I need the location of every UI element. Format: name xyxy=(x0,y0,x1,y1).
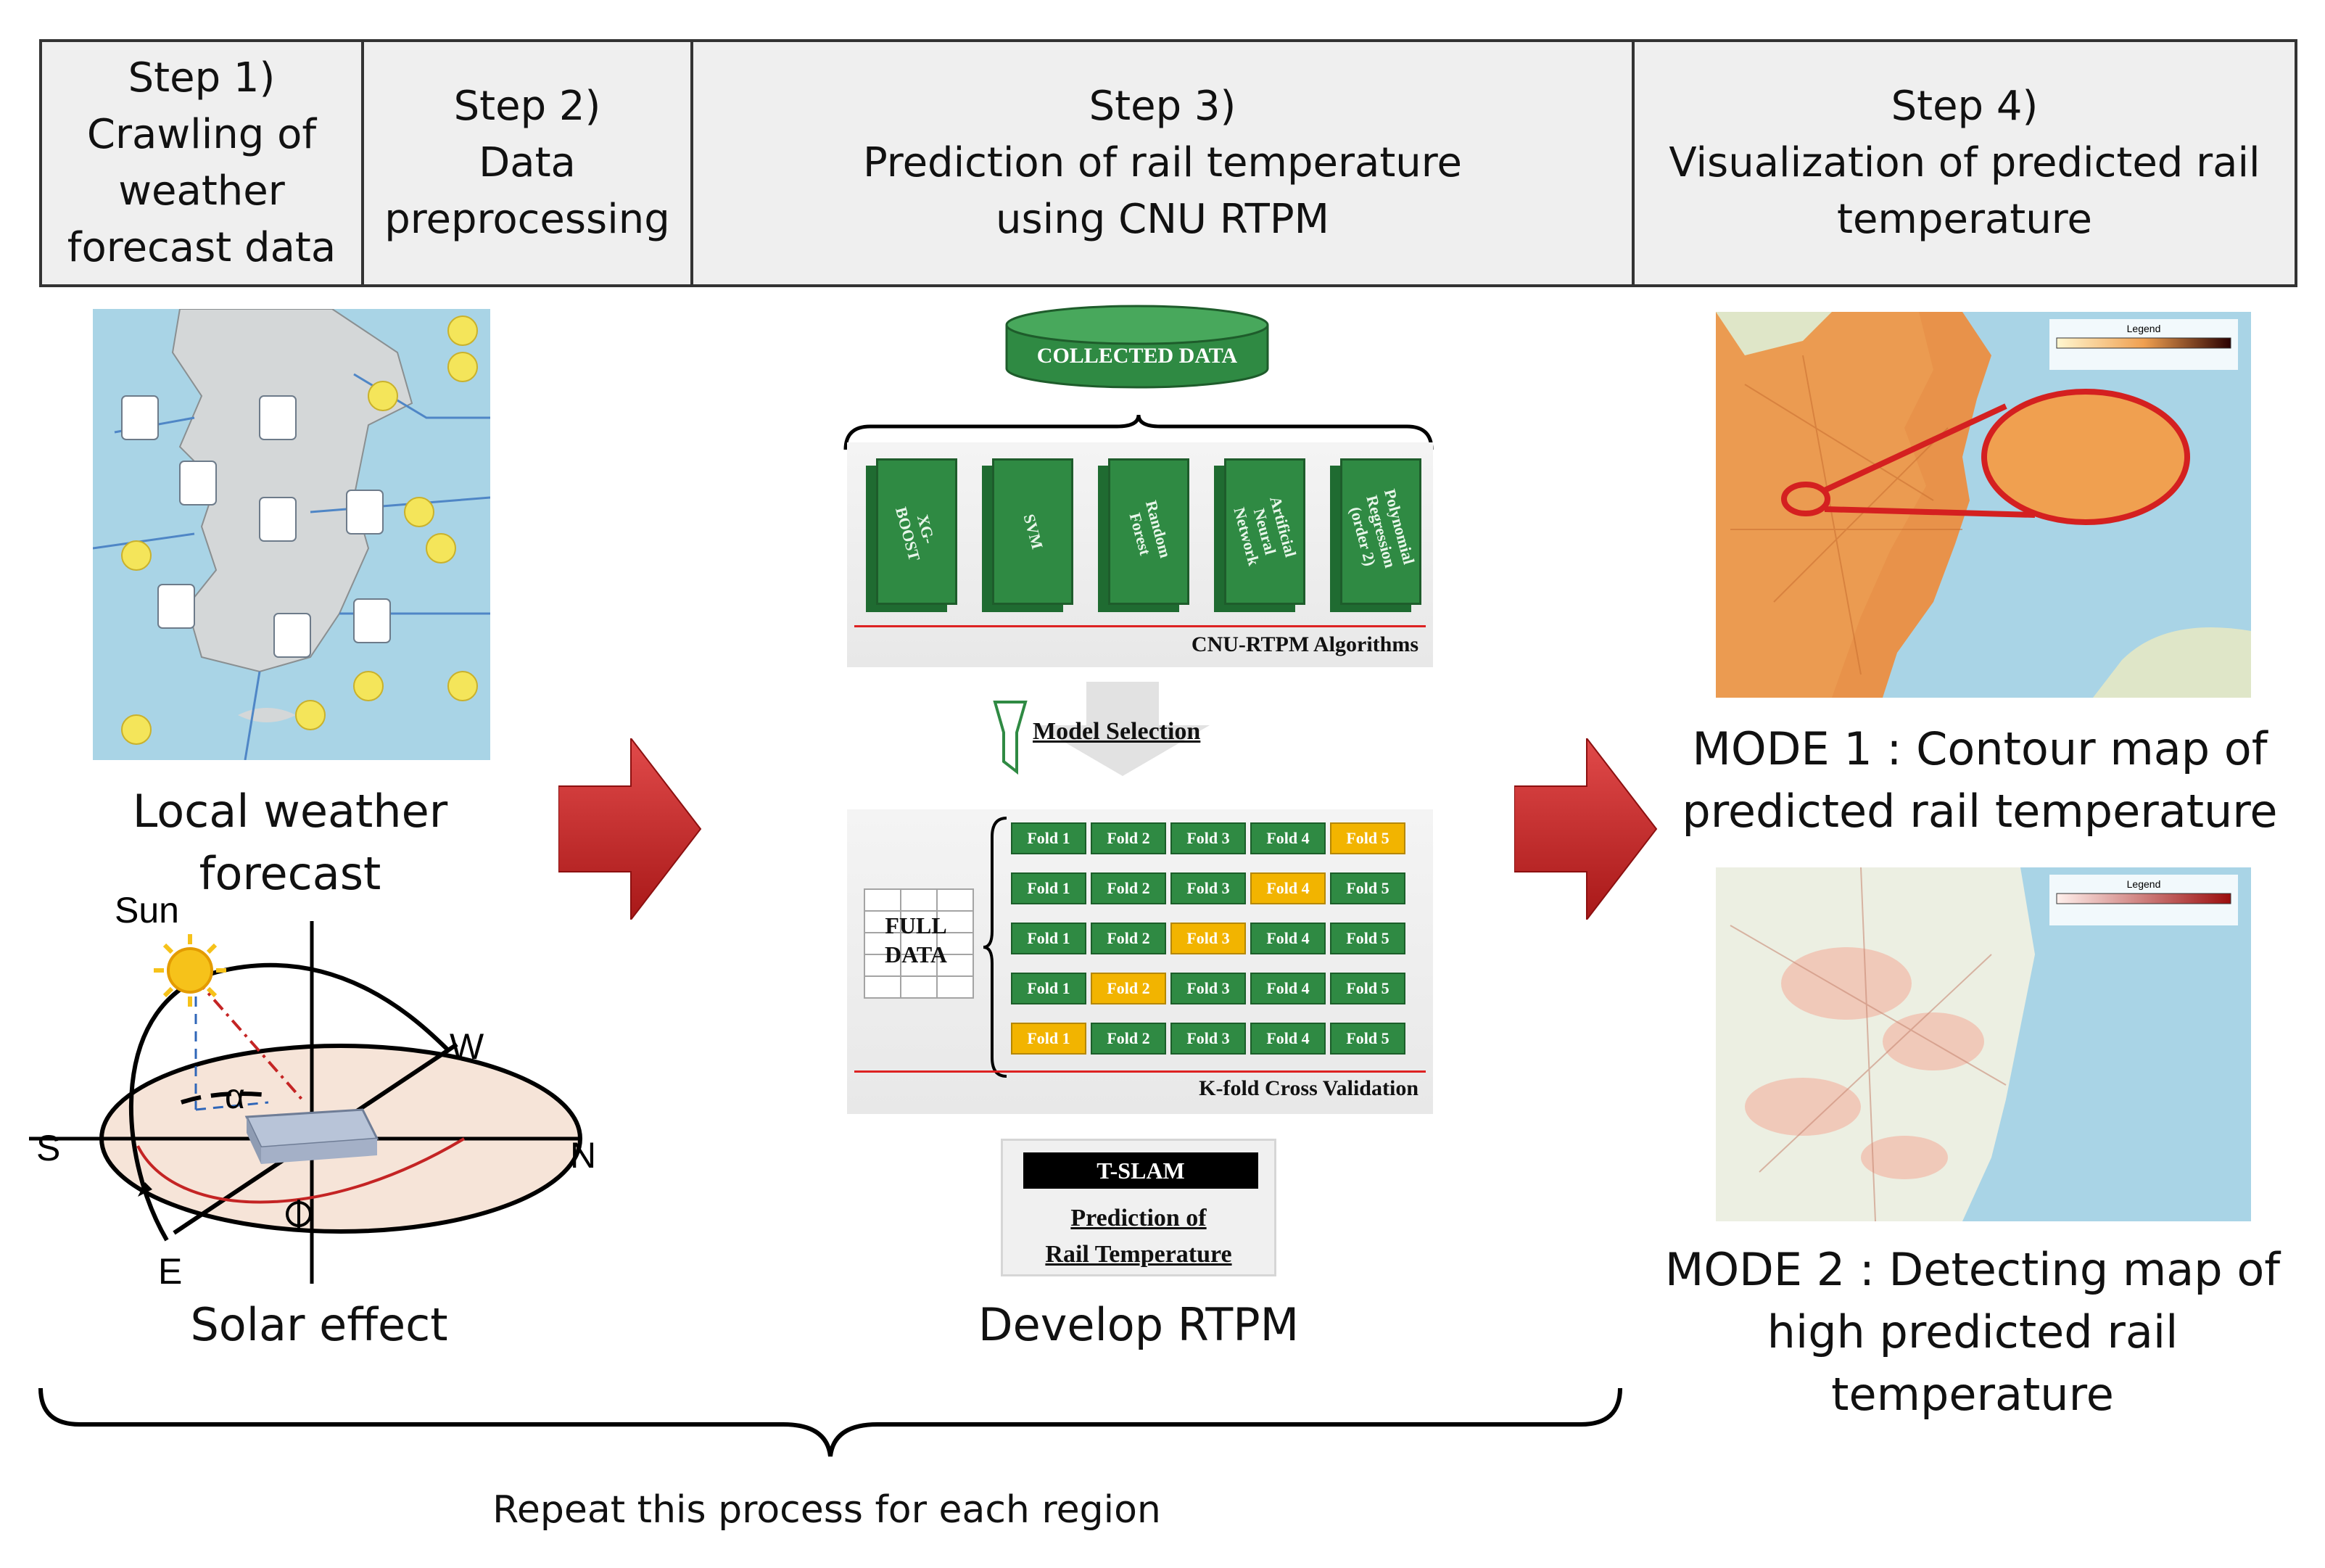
mode2-caption: MODE 2 : Detecting map of high predicted… xyxy=(1664,1243,2281,1421)
algorithm-polynomial: Polynomial Regression (order 2) xyxy=(1340,458,1421,605)
algorithm-random-forest: Random Forest xyxy=(1108,458,1189,605)
detecting-map: Legend xyxy=(1716,867,2251,1221)
fold-cell: Fold 2 xyxy=(1091,822,1166,854)
fold-cell: Fold 2 xyxy=(1091,872,1166,904)
develop-rtpm-caption: Develop RTPM xyxy=(978,1298,1300,1351)
west-label: W xyxy=(450,1026,484,1067)
tslam-label: T-SLAM xyxy=(1023,1152,1258,1189)
algorithm-svm: SVM xyxy=(992,458,1073,605)
fold-cell: Fold 3 xyxy=(1170,1023,1246,1055)
funnel-icon xyxy=(993,701,1028,775)
algorithm-ann: Artificial Neural Network xyxy=(1224,458,1305,605)
step-header: Step 1) Crawling of weather forecast dat… xyxy=(39,39,2297,287)
table-icon xyxy=(864,888,974,999)
fold-cell: Fold 2 xyxy=(1091,1023,1166,1055)
fold-cell: Fold 3 xyxy=(1170,973,1246,1004)
fold-cell: Fold 3 xyxy=(1170,822,1246,854)
fold-cell: Fold 3 xyxy=(1170,872,1246,904)
fold-cell: Fold 1 xyxy=(1011,872,1086,904)
solar-caption: Solar effect xyxy=(190,1298,448,1351)
fold-cell: Fold 1 xyxy=(1011,923,1086,954)
fold-cell: Fold 5 xyxy=(1330,872,1405,904)
weather-caption: Local weather forecast xyxy=(132,785,448,900)
collected-data-cylinder: COLLECTED DATA xyxy=(1005,305,1269,389)
solar-effect-diagram: Sun W S N E α xyxy=(29,890,596,1292)
fold-cell: Fold 1 xyxy=(1011,822,1086,854)
fold-cell: Fold 5 xyxy=(1330,923,1405,954)
kfold-brace xyxy=(983,817,1007,1078)
fold-cell-test: Fold 1 xyxy=(1011,1023,1086,1055)
fold-cell: Fold 4 xyxy=(1250,923,1326,954)
arrow-right-icon xyxy=(558,738,702,920)
algorithms-title: CNU-RTPM Algorithms xyxy=(1191,632,1418,656)
fold-cell: Fold 1 xyxy=(1011,973,1086,1004)
algorithm-xgboost: XG-BOOST xyxy=(876,458,957,605)
prediction-label: Prediction of Rail Temperature xyxy=(1045,1205,1232,1268)
fold-cell: Fold 4 xyxy=(1250,822,1326,854)
arrow-right-icon xyxy=(1514,738,1658,920)
fold-cell: Fold 2 xyxy=(1091,923,1166,954)
step-3-label: Step 3) Prediction of rail temperature u… xyxy=(693,42,1635,284)
model-selection-label: Model Selection xyxy=(1033,718,1201,745)
repeat-text: Repeat this process for each region xyxy=(492,1488,1161,1532)
fold-cell-test: Fold 2 xyxy=(1091,973,1166,1004)
bottom-brace xyxy=(38,1387,1622,1457)
kfold-title: K-fold Cross Validation xyxy=(1199,1076,1418,1100)
svg-text:COLLECTED DATA: COLLECTED DATA xyxy=(1037,344,1238,368)
sun-icon xyxy=(154,934,226,1007)
fold-cell: Fold 5 xyxy=(1330,973,1405,1004)
fold-cell: Fold 4 xyxy=(1250,1023,1326,1055)
algorithms-bracket xyxy=(843,414,1434,450)
model-selection-area xyxy=(993,682,1210,776)
full-data-label: FULL DATA xyxy=(885,912,947,967)
legend-label-1: Legend xyxy=(2127,323,2161,334)
fold-cell: Fold 4 xyxy=(1250,973,1326,1004)
north-label: N xyxy=(570,1135,596,1176)
fold-cell-test: Fold 3 xyxy=(1170,923,1246,954)
step-1-label: Step 1) Crawling of weather forecast dat… xyxy=(42,42,364,284)
contour-map: Legend xyxy=(1716,312,2251,698)
weather-forecast-map xyxy=(93,309,490,760)
fold-cell-test: Fold 4 xyxy=(1250,872,1326,904)
step-4-label: Step 4) Visualization of predicted rail … xyxy=(1669,83,2260,243)
fold-cell: Fold 5 xyxy=(1330,1023,1405,1055)
step-2-label: Step 2) Data preprocessing xyxy=(364,42,693,284)
fold-cell-test: Fold 5 xyxy=(1330,822,1405,854)
algorithms-panel: XG-BOOST SVM Random Forest Artificial Ne… xyxy=(847,442,1433,667)
legend-label-2: Legend xyxy=(2127,878,2161,890)
rail-icon xyxy=(244,1108,379,1164)
tslam-box: T-SLAM Prediction of Rail Temperature xyxy=(1001,1139,1276,1276)
mode1-caption: MODE 1 : Contour map of predicted rail t… xyxy=(1682,722,2278,838)
south-label: S xyxy=(36,1128,60,1168)
sun-label: Sun xyxy=(115,890,179,931)
alpha-label: α xyxy=(225,1078,245,1116)
east-label: E xyxy=(158,1251,182,1292)
